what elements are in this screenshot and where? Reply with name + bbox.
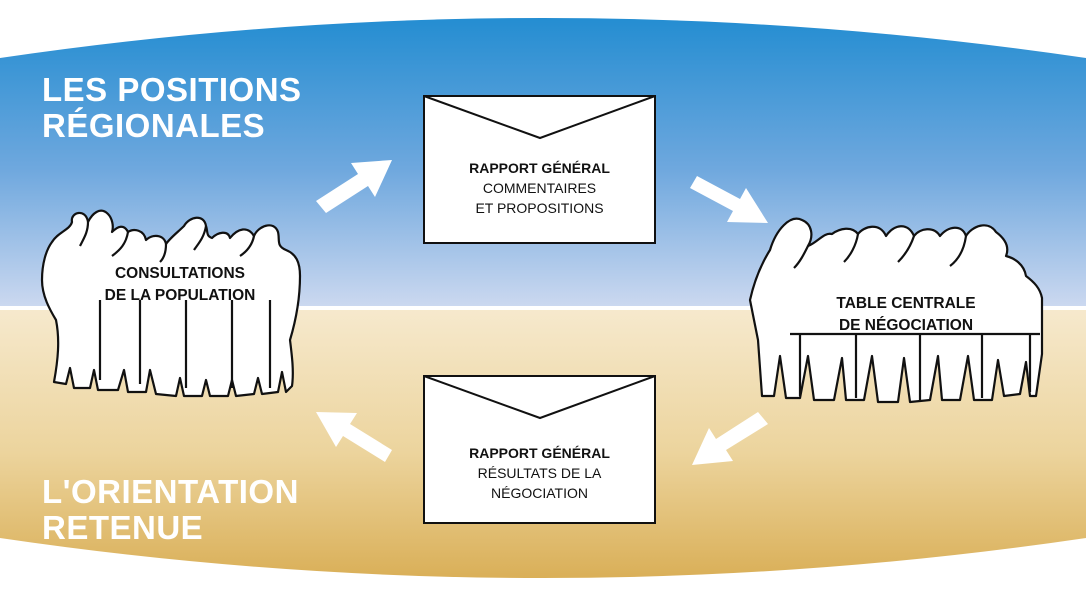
bottom-title: L'ORIENTATION RETENUE bbox=[42, 474, 299, 546]
envelope-bottom-line1: RÉSULTATS DE LA bbox=[477, 465, 602, 481]
table-line2: DE NÉGOCIATION bbox=[838, 317, 974, 334]
envelope-bottom-label: RAPPORT GÉNÉRAL RÉSULTATS DE LA NÉGOCIAT… bbox=[424, 443, 655, 503]
population-line1: CONSULTATIONS bbox=[114, 265, 246, 282]
envelope-top-line1: COMMENTAIRES bbox=[482, 180, 597, 196]
bottom-title-line1: L'ORIENTATION bbox=[42, 473, 299, 510]
envelope-top-line2: ET PROPOSITIONS bbox=[475, 200, 604, 216]
envelope-bottom-title: RAPPORT GÉNÉRAL bbox=[469, 445, 610, 461]
arrow-down-left bbox=[692, 412, 768, 465]
envelope-top-title: RAPPORT GÉNÉRAL bbox=[469, 160, 610, 176]
arrow-up-right bbox=[316, 160, 392, 213]
arrow-down-right bbox=[690, 176, 768, 223]
negotiation-table bbox=[748, 217, 1044, 404]
top-title-line2: RÉGIONALES bbox=[42, 107, 266, 144]
envelope-bottom bbox=[423, 375, 656, 524]
table-label: TABLE CENTRALE DE NÉGOCIATION bbox=[796, 293, 1016, 337]
population-label: CONSULTATIONS DE LA POPULATION bbox=[70, 263, 290, 307]
arrow-up-left bbox=[316, 412, 392, 462]
top-title-line1: LES POSITIONS bbox=[42, 71, 302, 108]
bottom-title-line2: RETENUE bbox=[42, 509, 204, 546]
envelope-bottom-line2: NÉGOCIATION bbox=[491, 485, 588, 501]
population-line2: DE LA POPULATION bbox=[104, 287, 256, 304]
table-line1: TABLE CENTRALE bbox=[836, 295, 976, 312]
envelope-top bbox=[423, 95, 656, 244]
envelope-top-label: RAPPORT GÉNÉRAL COMMENTAIRES ET PROPOSIT… bbox=[424, 158, 655, 218]
top-title: LES POSITIONS RÉGIONALES bbox=[42, 72, 302, 144]
population-group bbox=[40, 209, 302, 398]
